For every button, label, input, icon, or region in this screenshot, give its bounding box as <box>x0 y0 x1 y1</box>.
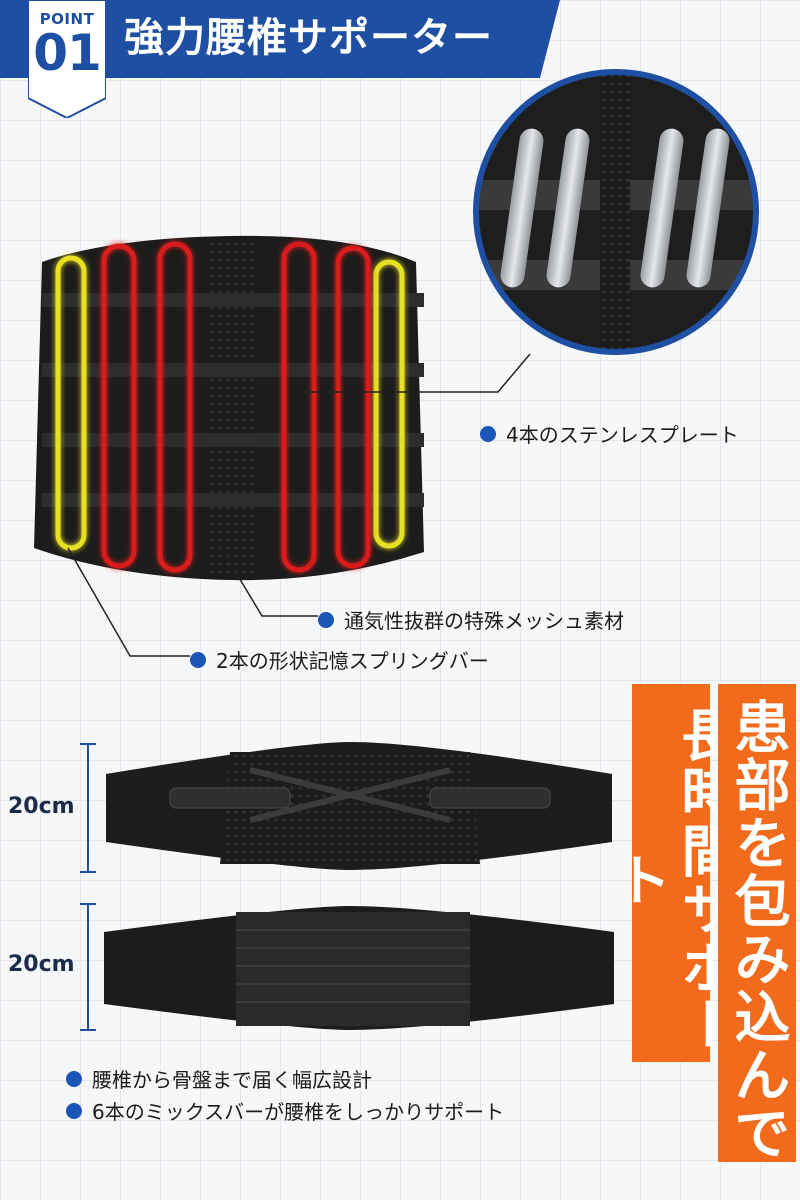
feature-label: 2本の形状記憶スプリングバー <box>216 649 489 673</box>
callout-line-mesh <box>219 545 318 617</box>
feature-item-wide: 腰椎から骨盤まで届く幅広設計 <box>66 1064 372 1093</box>
feature-item-mixbar: 6本のミックスバーが腰椎をしっかりサポート <box>66 1096 504 1125</box>
steel-plate-4 <box>335 245 371 569</box>
feature-label: 腰椎から骨盤まで届く幅広設計 <box>92 1068 372 1092</box>
point-badge-shape <box>28 0 106 118</box>
bullet-icon <box>480 425 496 442</box>
belt-main-image <box>34 235 424 581</box>
steel-plate-2 <box>157 241 193 573</box>
bullet-icon <box>318 611 334 628</box>
feature-label: 6本のミックスバーが腰椎をしっかりサポート <box>92 1100 505 1124</box>
page-title: 強力腰椎サポーター <box>124 15 493 61</box>
callout-line-springbar <box>67 547 190 657</box>
header-banner-shape <box>0 0 560 78</box>
feature-item-mesh: 通気性抜群の特殊メッシュ素材 <box>318 605 624 634</box>
vertical-banner-left: 長時間サポート <box>606 684 737 1062</box>
spring-bar-left <box>55 255 87 551</box>
bullet-icon <box>190 651 206 668</box>
feature-item-plates: 4本のステンレスプレート <box>480 419 739 448</box>
belt-front-image <box>104 906 614 1030</box>
steel-plate-3 <box>281 241 317 573</box>
point-badge: POINT 01 <box>28 0 106 118</box>
spring-bar-right <box>373 259 405 549</box>
dimension-bracket-bottom <box>80 903 96 1031</box>
feature-label: 通気性抜群の特殊メッシュ素材 <box>344 609 624 633</box>
feature-item-springbar: 2本の形状記憶スプリングバー <box>190 645 489 674</box>
dimension-label-top: 20cm <box>8 794 75 819</box>
vertical-banner-right: 患部を包み込んで <box>718 684 796 1162</box>
point-label: POINT <box>39 10 95 28</box>
dimension-label-bottom: 20cm <box>8 952 75 977</box>
bullet-icon <box>66 1070 82 1087</box>
zoom-detail-circle <box>473 69 759 355</box>
belt-back-image <box>106 742 612 870</box>
steel-plate-1 <box>101 243 137 569</box>
point-number: 01 <box>33 24 102 82</box>
bullet-icon <box>66 1102 82 1119</box>
callout-line-plates <box>296 353 531 393</box>
feature-label: 4本のステンレスプレート <box>506 423 739 447</box>
dimension-bracket-top <box>80 743 96 873</box>
header-banner <box>0 0 800 78</box>
